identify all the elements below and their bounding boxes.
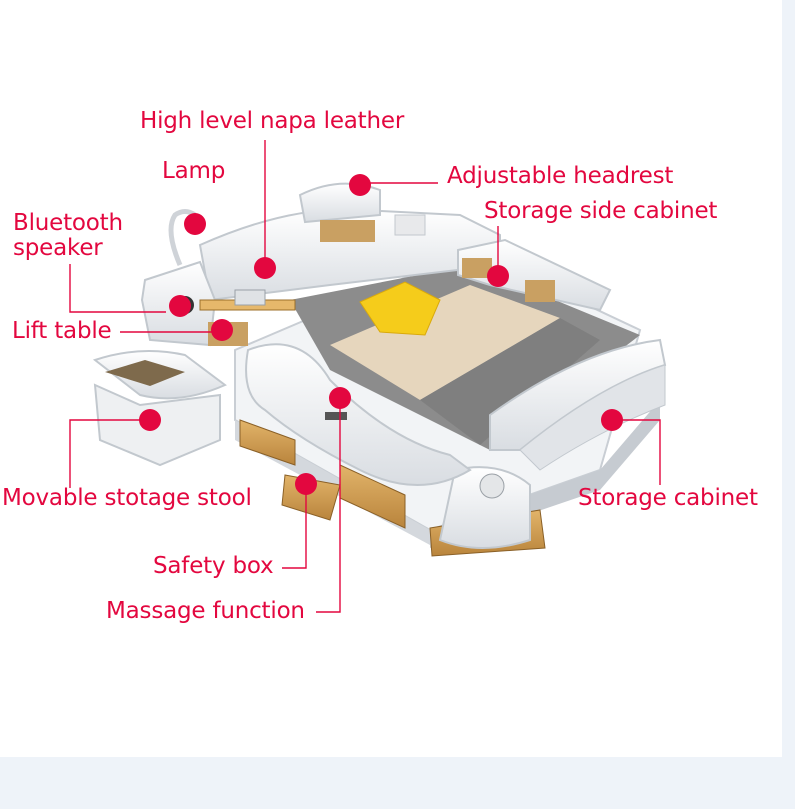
label-napa-leather: High level napa leather [140, 108, 405, 134]
dot-headrest [349, 174, 371, 196]
line-safety-box [282, 484, 307, 569]
massage-recliner [245, 343, 472, 486]
label-bluetooth-line2: speaker [13, 235, 103, 261]
label-lamp: Lamp [162, 158, 226, 184]
label-safety-box: Safety box [153, 553, 274, 579]
dot-lamp [184, 213, 206, 235]
label-movable-stool: Movable stotage stool [2, 485, 252, 511]
dot-lift-table [211, 319, 233, 341]
line-massage [316, 398, 341, 613]
line-stool [69, 419, 150, 488]
right-side-cabinet [457, 238, 612, 312]
label-lift-table: Lift table [12, 318, 112, 344]
line-storage-cabinet [610, 419, 661, 485]
storage-stool [92, 350, 227, 467]
label-storage-cabinet: Storage cabinet [578, 485, 758, 511]
callout-lines [69, 140, 661, 613]
callout-dots [139, 174, 623, 495]
label-bluetooth-line1: Bluetooth [13, 210, 123, 236]
dot-storage-cabinet [601, 409, 623, 431]
dot-napa-leather [254, 257, 276, 279]
dot-massage [329, 387, 351, 409]
yellow-pillow [359, 281, 441, 336]
dot-safety-box [295, 473, 317, 495]
foot-bench [438, 338, 667, 549]
dot-side-cabinet [487, 265, 509, 287]
label-storage-side-cabinet: Storage side cabinet [484, 198, 718, 224]
label-massage-function: Massage function [106, 598, 305, 624]
dot-stool [139, 409, 161, 431]
dot-bluetooth [169, 295, 191, 317]
line-bluetooth [69, 264, 166, 313]
label-adjustable-headrest: Adjustable headrest [447, 163, 674, 189]
